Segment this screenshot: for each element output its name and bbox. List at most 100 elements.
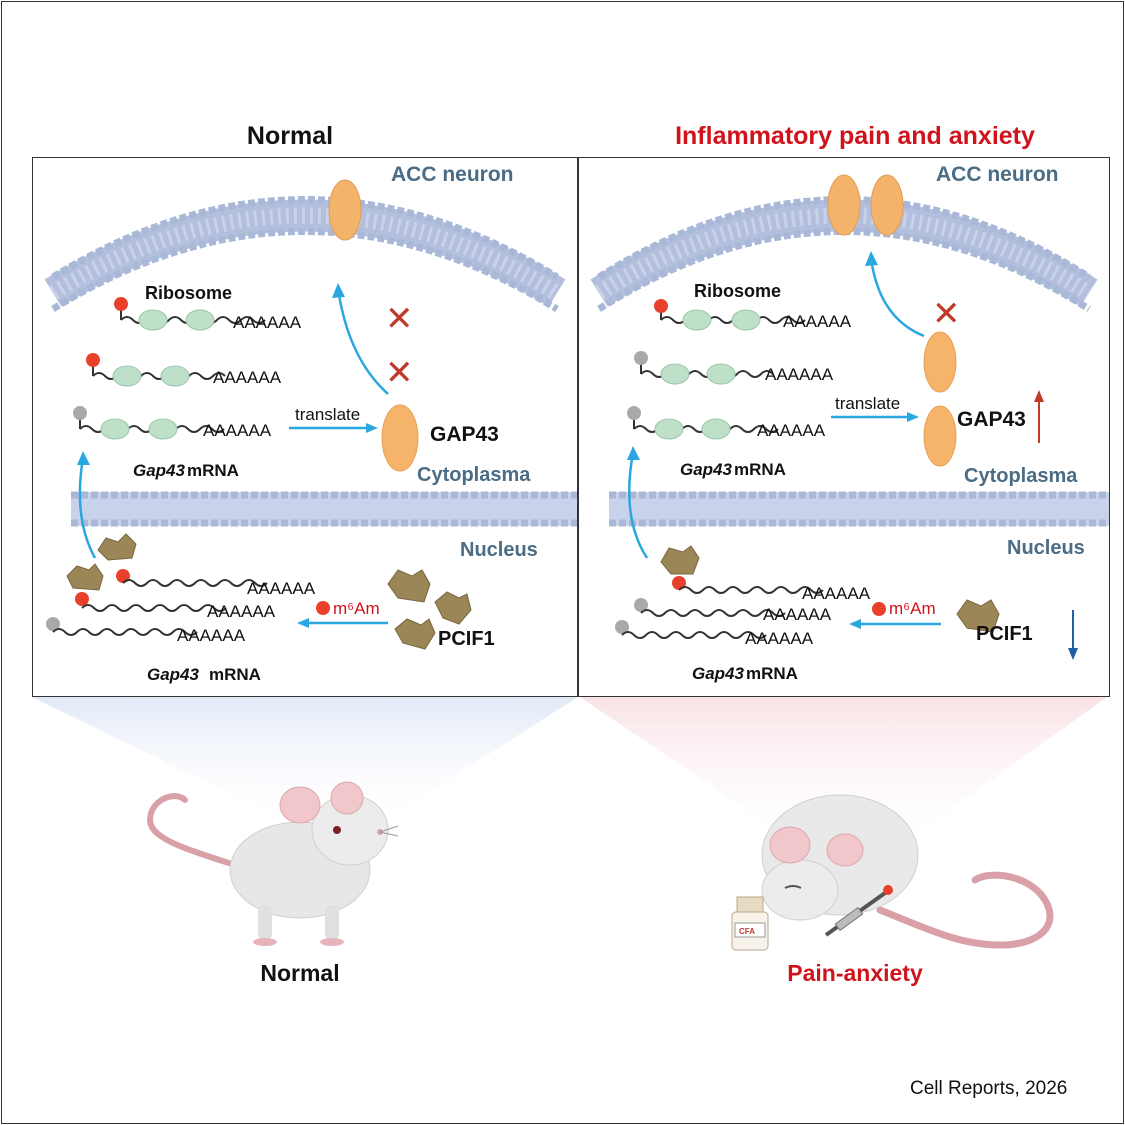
pcif1-protein	[660, 545, 700, 575]
ribosome-icon	[660, 363, 690, 385]
mouse-leg	[325, 905, 339, 940]
polya-tail: AAAAAA	[177, 626, 246, 645]
nuclear-mrna-3: AAAAAA	[615, 620, 814, 648]
cap-gray	[634, 351, 648, 365]
ribosome-label: Ribosome	[694, 281, 781, 301]
normal-panel-diagram: ACC neuron Ribosome AAAAAA ✕ AAAAAA	[44, 163, 577, 684]
ribosome-label: Ribosome	[145, 283, 232, 303]
pain-panel-diagram: ACC neuron Ribosome AAAAAA ✕ AAAAAA	[590, 163, 1109, 683]
ribosome-icon	[100, 418, 130, 440]
export-arrow	[78, 457, 97, 559]
ribosome-icon	[654, 418, 684, 440]
gap43-protein	[381, 404, 419, 472]
cfa-label: CFA	[739, 927, 755, 936]
gap43-mrna-italic: Gap43	[680, 460, 733, 479]
translate-label: translate	[835, 394, 900, 413]
pain-caption: Pain-anxiety	[787, 960, 923, 986]
trafficking-arrow	[336, 287, 389, 395]
gap43-label: GAP43	[430, 423, 499, 446]
pain-mouse	[761, 794, 1054, 949]
pcif1-label: PCIF1	[438, 628, 495, 650]
methylation-arrowhead	[297, 618, 309, 628]
normal-mouse	[146, 781, 399, 946]
trafficking-arrowhead	[332, 283, 345, 298]
polya-tail: AAAAAA	[203, 421, 272, 440]
translate-arrowhead	[907, 412, 919, 422]
mouse-eye	[333, 826, 341, 834]
membrane-gap43-protein	[827, 174, 861, 236]
mouse-foot	[253, 938, 277, 946]
membrane-gap43-protein	[870, 174, 904, 236]
mouse-ear	[279, 786, 321, 824]
export-arrowhead	[627, 446, 640, 460]
pcif1-protein	[66, 563, 104, 591]
mouse-foot	[320, 938, 344, 946]
polya-tail: AAAAAA	[802, 584, 871, 603]
polya-tail: AAAAAA	[763, 605, 832, 624]
polya-tail: AAAAAA	[213, 368, 282, 387]
ribosome-icon	[701, 418, 731, 440]
mouse-ear	[769, 826, 811, 864]
polya-tail: AAAAAA	[765, 365, 834, 384]
mrna-strand-3: AAAAAA	[73, 406, 272, 440]
left-title: Normal	[246, 122, 334, 150]
nuclear-mrna-2: AAAAAA	[75, 592, 276, 621]
decrease-arrowhead	[1068, 648, 1078, 660]
ribosome-icon	[160, 365, 190, 387]
gap43-mrna-italic-nucleus: Gap43	[147, 665, 200, 684]
nuclear-mrna-1: AAAAAA	[660, 545, 871, 603]
nuclear-membrane	[71, 491, 577, 527]
cross-icon: ✕	[932, 295, 961, 333]
nucleus-label: Nucleus	[460, 539, 538, 561]
export-arrow	[628, 452, 649, 559]
mouse-eye-closed	[784, 885, 802, 889]
ribosome-icon	[112, 365, 142, 387]
mouse-leg	[258, 905, 272, 940]
m6am-icon	[316, 601, 330, 615]
mrna-strand-2: AAAAAA	[634, 351, 834, 385]
right-title: Inflammatory pain and anxiety	[675, 122, 1035, 150]
nuclear-mrna-1: AAAAAA	[66, 533, 316, 598]
gap43-label: GAP43	[957, 408, 1026, 431]
membrane-gap43-protein	[328, 179, 362, 241]
trafficking-arrowhead	[865, 251, 878, 266]
increase-arrowhead	[1034, 390, 1044, 402]
m6am-cap-red	[86, 353, 100, 367]
nuclear-membrane	[609, 491, 1109, 527]
syringe-barrel	[834, 906, 864, 932]
cap-gray	[627, 406, 641, 420]
cytoplasma-label: Cytoplasma	[417, 464, 531, 486]
pcif1-protein	[97, 533, 137, 561]
mouse-ear	[826, 833, 864, 867]
mouse-ear	[330, 781, 364, 815]
cytoplasma-label: Cytoplasma	[964, 465, 1078, 487]
ribosome-icon	[148, 418, 178, 440]
polya-tail: AAAAAA	[207, 602, 276, 621]
export-arrowhead	[77, 451, 90, 465]
acc-neuron-label: ACC neuron	[391, 163, 514, 186]
translate-arrowhead	[366, 423, 378, 433]
m6am-cap-red	[114, 297, 128, 311]
mouse-tail	[146, 793, 253, 873]
mrna-strand-3: AAAAAA	[627, 406, 826, 440]
mouse-head	[761, 859, 839, 921]
ribosome-icon	[138, 309, 168, 331]
polya-tail: AAAAAA	[757, 421, 826, 440]
cap-gray	[73, 406, 87, 420]
nuclear-mrna-3: AAAAAA	[46, 617, 246, 645]
m6am-label: m⁶Am	[333, 599, 380, 618]
pcif1-cluster	[387, 569, 472, 650]
mrna-label: mRNA	[734, 460, 786, 479]
m6am-cap-red	[75, 592, 89, 606]
mrna-strand-1: AAAAAA	[114, 297, 302, 332]
mrna-strand-1: AAAAAA	[654, 299, 852, 331]
cross-icon: ✕	[385, 300, 414, 338]
mrna-strand-2: AAAAAA	[86, 353, 282, 387]
acc-membrane	[44, 196, 566, 312]
pcif1-protein	[956, 599, 1000, 633]
cfa-vial: CFA	[731, 896, 769, 951]
polya-tail: AAAAAA	[745, 629, 814, 648]
mrna-label: mRNA	[187, 461, 239, 480]
